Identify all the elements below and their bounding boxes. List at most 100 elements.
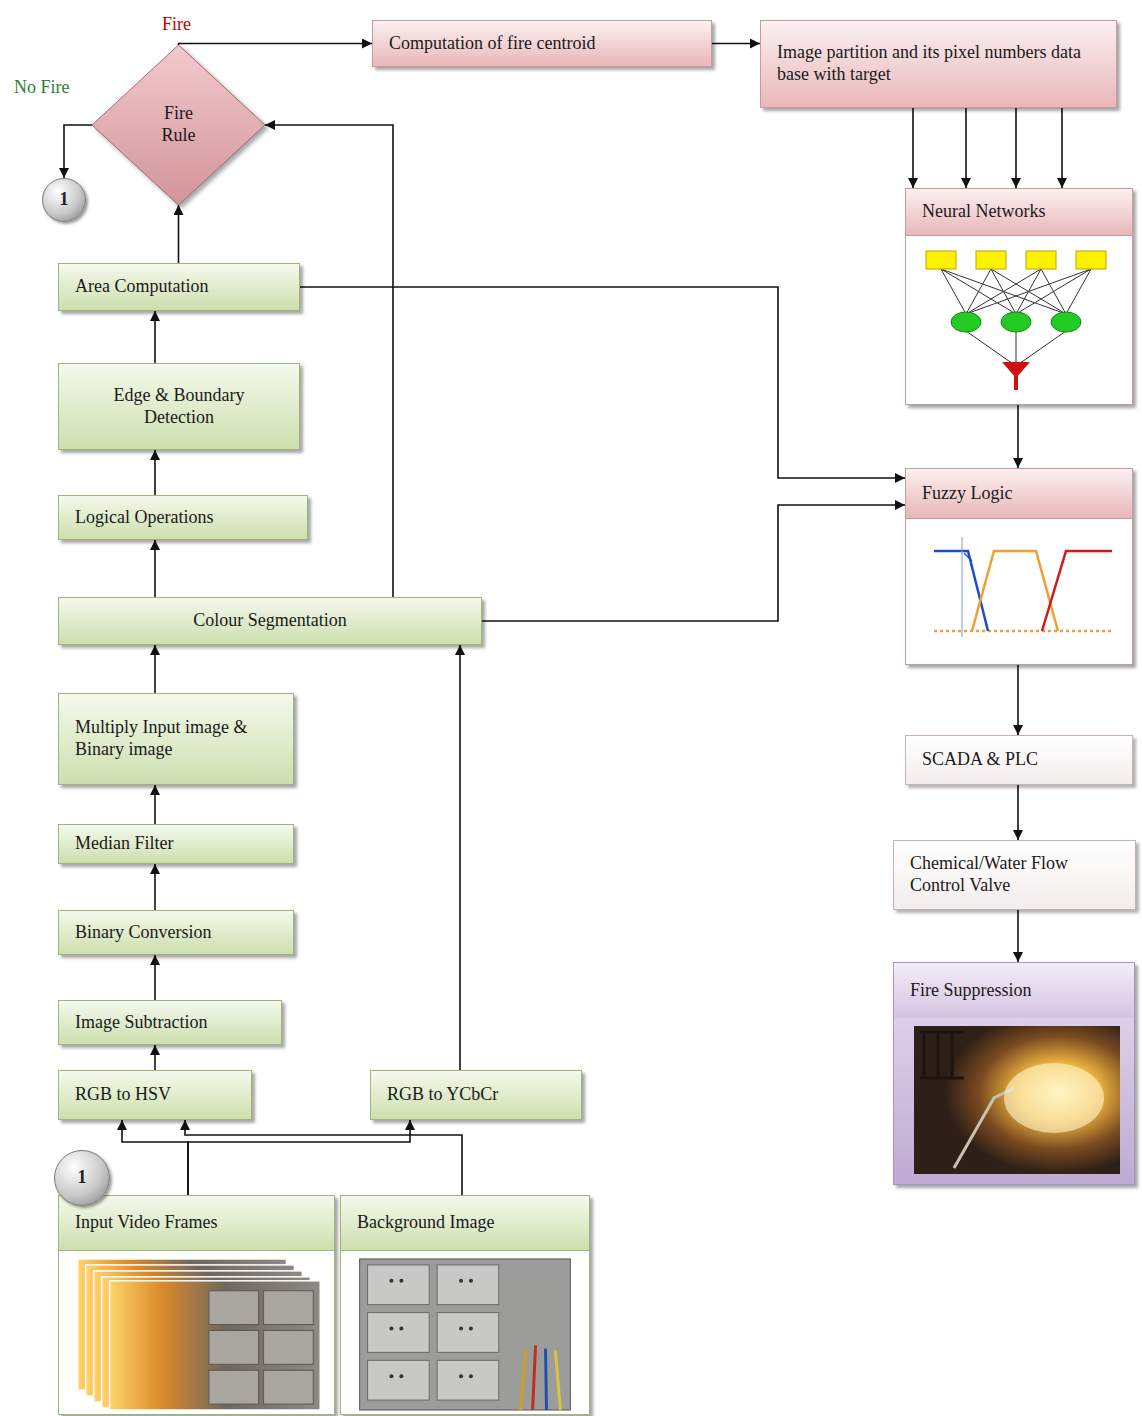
- output-neuron: [1002, 362, 1030, 378]
- node-label: Input Video Frames: [75, 1212, 218, 1234]
- callout-number: 1: [78, 1167, 87, 1189]
- connector-arrow: [1017, 665, 1019, 735]
- node-label: Multiply Input image & Binary image: [75, 717, 277, 761]
- connector-arrow: [179, 44, 373, 46]
- output-stem: [1014, 376, 1018, 390]
- process-box: Binary Conversion: [58, 910, 294, 955]
- connector-arrow: [64, 125, 92, 178]
- input-panel: Input Video Frames: [58, 1195, 335, 1415]
- node-label: Neural Networks: [922, 201, 1045, 223]
- cabinet-panels: [209, 1291, 313, 1404]
- node-label: Computation of fire centroid: [389, 33, 595, 55]
- panel-header: Neural Networks: [906, 189, 1132, 236]
- connector-arrow: [1017, 910, 1019, 962]
- panel-body: [906, 236, 1132, 404]
- node-label: Chemical/Water Flow Control Valve: [910, 853, 1119, 897]
- node-label: Fire Rule: [147, 103, 211, 147]
- panel-header: Input Video Frames: [59, 1196, 334, 1251]
- connector-arrow: [965, 108, 967, 188]
- connector-arrow: [912, 108, 914, 188]
- neural-network-illustration: [906, 236, 1132, 404]
- photo-ground: [360, 1259, 571, 1410]
- connector-arrow: [1061, 108, 1063, 188]
- node-label: Median Filter: [75, 833, 173, 855]
- connector-arrow: [1015, 108, 1017, 188]
- photo-ground: [914, 1026, 1120, 1174]
- edge-label: Fire: [160, 14, 193, 36]
- edge-label: No Fire: [12, 77, 72, 99]
- panel-lamps: [389, 1279, 472, 1378]
- panel-body: [341, 1251, 589, 1414]
- node-label: RGB to HSV: [75, 1084, 171, 1106]
- connector-arrow: [154, 864, 156, 910]
- process-box: Image Subtraction: [58, 1000, 282, 1045]
- network-links: [941, 269, 1091, 366]
- connector-arrow: [154, 450, 156, 495]
- process-panel: Fire Suppression: [893, 962, 1135, 1185]
- node-label: Fuzzy Logic: [922, 483, 1012, 505]
- input-panel: Background Image: [340, 1195, 590, 1415]
- process-box: Area Computation: [58, 263, 300, 311]
- node-label: Colour Segmentation: [193, 610, 346, 632]
- connector-arrow: [154, 785, 156, 824]
- panel-body: [894, 1018, 1134, 1184]
- connector-arrow: [482, 505, 905, 621]
- video-frames-photo: [59, 1251, 334, 1414]
- connector-arrow: [154, 645, 156, 693]
- cabinet-panels: [368, 1265, 499, 1400]
- fire-suppression-photo: [894, 1018, 1134, 1184]
- connector-arrow: [154, 540, 156, 597]
- node-label: SCADA & PLC: [922, 749, 1038, 771]
- process-box: Image partition and its pixel numbers da…: [760, 20, 1117, 108]
- process-box: Edge & Boundary Detection: [58, 363, 300, 450]
- node-label: Image Subtraction: [75, 1012, 207, 1034]
- spray-cloud: [1004, 1063, 1104, 1133]
- hidden-neurons: [951, 312, 1081, 332]
- callout-number: 1: [60, 189, 69, 211]
- connector-arrow: [154, 955, 156, 1000]
- process-box: Chemical/Water Flow Control Valve: [893, 840, 1136, 910]
- process-box: RGB to HSV: [58, 1070, 252, 1120]
- process-box: Logical Operations: [58, 495, 308, 540]
- connector-arrow: [300, 287, 905, 478]
- window-bars: [920, 1032, 964, 1078]
- process-box: RGB to YCbCr: [370, 1070, 582, 1120]
- connector-arrow: [178, 205, 180, 263]
- connector-circle: 1: [54, 1150, 110, 1206]
- cables: [521, 1345, 561, 1410]
- connector-arrow: [1017, 405, 1019, 468]
- node-label: Edge & Boundary Detection: [94, 385, 264, 429]
- node-label: Binary Conversion: [75, 922, 212, 944]
- connector-arrow: [154, 1045, 156, 1070]
- process-panel: Fuzzy Logic: [905, 468, 1133, 665]
- connector-arrow: [459, 645, 461, 1070]
- input-neurons: [926, 251, 1106, 269]
- panel-body: [906, 519, 1132, 664]
- node-label: Image partition and its pixel numbers da…: [777, 42, 1100, 86]
- process-box: SCADA & PLC: [905, 735, 1133, 785]
- connector-arrow: [1017, 785, 1019, 840]
- panel-header: Fuzzy Logic: [906, 469, 1132, 519]
- diamond-shape: [92, 45, 265, 205]
- node-label: RGB to YCbCr: [387, 1084, 498, 1106]
- connector-arrow: [185, 1120, 462, 1195]
- fuzzy-membership-illustration: [906, 519, 1132, 664]
- node-label: Fire Suppression: [910, 980, 1032, 1002]
- panel-header: Background Image: [341, 1196, 589, 1251]
- background-photo: [341, 1251, 589, 1414]
- process-box: Multiply Input image & Binary image: [58, 693, 294, 785]
- panel-body: [59, 1251, 334, 1414]
- connector-arrow: [122, 1120, 188, 1195]
- process-box: Computation of fire centroid: [372, 20, 712, 67]
- connector-arrow: [712, 43, 760, 45]
- process-box: Colour Segmentation: [58, 597, 482, 645]
- process-box: Median Filter: [58, 824, 294, 864]
- process-panel: Neural Networks: [905, 188, 1133, 405]
- node-label: Logical Operations: [75, 507, 213, 529]
- stacked-frames: [78, 1259, 321, 1410]
- membership-curves: [934, 537, 1112, 637]
- node-label: Background Image: [357, 1212, 494, 1234]
- connector-arrow: [188, 1120, 410, 1195]
